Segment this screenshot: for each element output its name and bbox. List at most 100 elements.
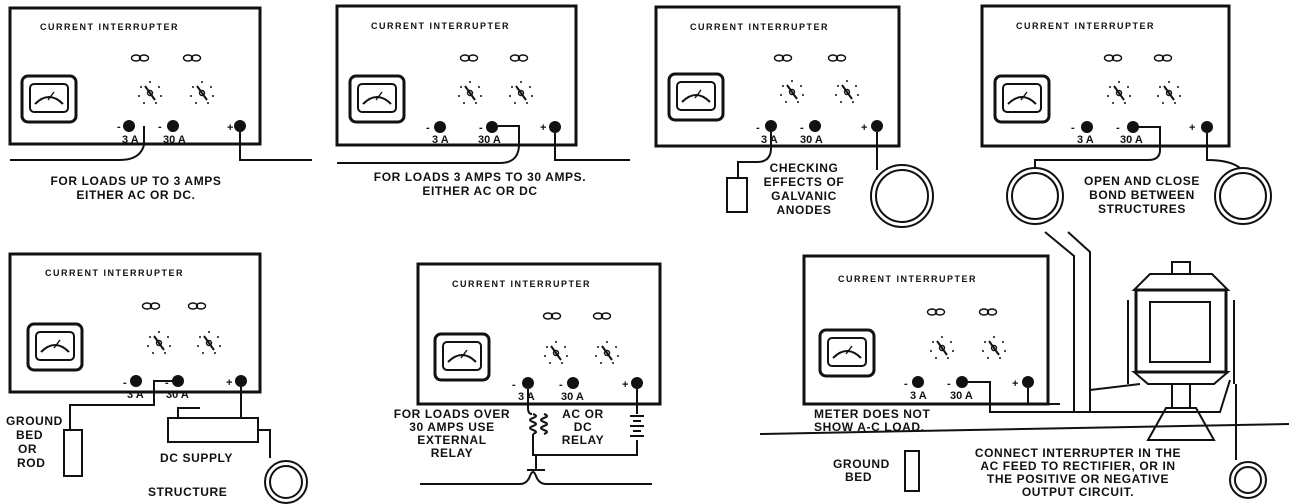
terminal-positive [234,120,246,132]
toggle-icon [1153,54,1173,62]
relay-coil [529,413,537,435]
toggle-icon [827,54,847,62]
caption: EITHER AC OR DC. [76,188,195,202]
range-selector-dial [594,340,620,365]
terminal-positive [871,120,883,132]
terminal-3a-label: 3 A [127,389,144,401]
range-selector-dial [508,80,534,105]
terminal-3a-label: 3 A [432,134,449,146]
pos-sign: + [622,379,628,391]
terminal-30a [167,120,179,132]
ammeter [993,74,1051,124]
toggle-icon [187,302,207,310]
terminal-30a-label: 30 A [166,389,189,401]
toggle-icon [182,54,202,62]
panel-6: CURRENT INTERRUPTER - 3 A - 30 A + FOR L… [394,262,662,485]
range-selector-dial [196,330,222,355]
caption: OPEN AND CLOSE [1084,174,1200,188]
bond-wire [1206,133,1241,169]
interrupter-box [416,262,662,406]
pos-sign: + [861,122,867,134]
ac-feed-wire [1044,231,1075,412]
pos-sign: + [226,377,232,389]
relay-label: EXTERNAL [417,433,486,447]
terminal-3a-label: 3 A [761,134,778,146]
terminal-30a-label: 30 A [478,134,501,146]
relay-type-label: AC OR [562,407,604,421]
pos-sign: + [540,122,546,134]
terminal-positive [631,377,643,389]
caption: EITHER AC OR DC [422,184,537,198]
panel-title: CURRENT INTERRUPTER [838,274,977,284]
neg-sign: - [426,122,430,134]
toggle-icon [773,54,793,62]
interrupter-box [802,254,1050,406]
caption: EFFECTS OF [764,175,845,189]
meter-note: SHOW A-C LOAD. [814,420,925,434]
terminal-30a-label: 30 A [950,390,973,402]
terminal-3a [522,377,534,389]
ground-wire [69,380,178,430]
neg-sign: - [947,378,951,390]
neg-sign: - [1116,122,1120,134]
terminal-30a-label: 30 A [561,391,584,403]
transformer [1171,261,1191,275]
neg-sign: - [800,122,804,134]
toggle-icon [459,54,479,62]
interrupter-box [8,6,262,146]
terminal-3a [765,120,777,132]
neg-sign: - [123,377,127,389]
panel-1: CURRENT INTERRUPTER - 3 A - 30 A + FOR L… [8,6,312,202]
interrupter-box [980,4,1231,148]
terminal-3a [1081,121,1093,133]
ground-line [759,423,1289,435]
pipe-structure [870,164,934,228]
ammeter [26,322,84,372]
battery-icon [630,415,644,437]
caption: BOND BETWEEN [1089,188,1195,202]
ground-label: OR [18,442,37,456]
range-selector-dial [834,79,860,104]
neg-sign: - [479,122,483,134]
pos-sign: + [227,122,233,134]
toggle-icon [978,308,998,316]
toggle-icon [926,308,946,316]
ground-bed [904,450,920,492]
range-selector-dial [457,80,483,105]
terminal-30a-label: 30 A [1120,134,1143,146]
terminal-3a-label: 3 A [122,134,139,146]
toggle-icon [1103,54,1123,62]
panel-5: CURRENT INTERRUPTER - 3 A - 30 A + GROUN… [6,252,308,504]
bond-wire [1034,126,1161,168]
load-wire [337,125,520,164]
load-wire [10,126,145,161]
panel-title: CURRENT INTERRUPTER [371,21,510,31]
terminal-positive [1201,121,1213,133]
ammeter [20,74,78,124]
toggle-icon [509,54,529,62]
terminal-3a [123,120,135,132]
neg-sign: - [756,122,760,134]
panel-2: CURRENT INTERRUPTER - 3 A - 30 A + FOR L… [335,4,630,198]
range-selector-dial [779,79,805,104]
range-selector-dial [146,330,172,355]
ground-label: GROUND [6,414,63,428]
panel-7: CURRENT INTERRUPTER - 3 A - 30 A + [759,231,1289,499]
terminal-3a-label: 3 A [1077,134,1094,146]
terminal-3a [130,375,142,387]
range-selector-dial [981,335,1007,360]
caption: FOR LOADS 3 AMPS TO 30 AMPS. [374,170,586,184]
caption: THE POSITIVE OR NEGATIVE [987,472,1169,486]
caption: OUTPUT CIRCUIT. [1022,485,1134,499]
caption: STRUCTURES [1098,202,1186,216]
panel-title: CURRENT INTERRUPTER [45,268,184,278]
panel-3: CURRENT INTERRUPTER - 3 A - 30 A + CHECK… [654,5,934,228]
panel-title: CURRENT INTERRUPTER [1016,21,1155,31]
meter-note: METER DOES NOT [814,407,930,421]
panel-title: CURRENT INTERRUPTER [690,22,829,32]
ammeter [348,74,406,124]
load-wire [239,132,312,161]
terminal-30a [486,121,498,133]
relay-type-label: DC [574,420,593,434]
structure [1229,461,1267,499]
